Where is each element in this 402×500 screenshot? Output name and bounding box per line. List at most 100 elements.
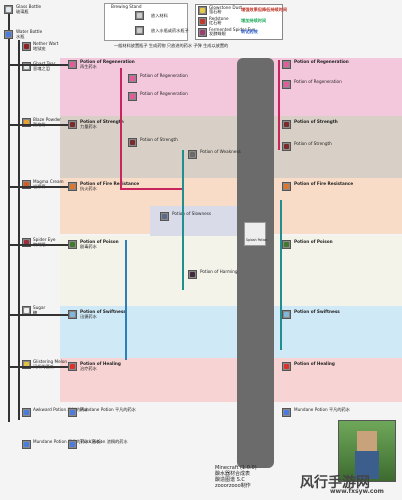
redstone-legend-slot xyxy=(198,17,207,26)
ghast-tear-zh: 恶魂之泪 xyxy=(33,66,50,71)
regen-band xyxy=(60,58,402,116)
heal-splash-en: Potion of Healing xyxy=(294,361,335,366)
fire-splash-slot[interactable] xyxy=(282,182,291,191)
heal-splash-slot[interactable] xyxy=(282,362,291,371)
water-trunk-line xyxy=(18,40,20,420)
strength-potion-slot[interactable] xyxy=(68,120,77,129)
legend-fse-en: Fermented Spider Eye xyxy=(209,27,256,32)
character-image xyxy=(338,420,396,482)
spider-eye-en: Spider Eye xyxy=(33,237,56,242)
legend-glowstone-en: Glowstone Dust xyxy=(209,5,243,10)
brewing-stand-panel: Brewing Stand 放入材料 放入水瓶或药水瓶子 xyxy=(104,3,189,41)
glistering-melon-slot[interactable] xyxy=(22,360,31,369)
teal-flow-line xyxy=(182,150,184,290)
fire-potion-slot[interactable] xyxy=(68,182,77,191)
spider-eye-legend-slot xyxy=(198,28,207,37)
magma-cream-slot[interactable] xyxy=(22,180,31,189)
poison-splash-slot[interactable] xyxy=(282,240,291,249)
brewing-slot-top[interactable] xyxy=(135,11,144,20)
glass-bottle-zh: 玻璃瓶 xyxy=(16,9,29,14)
fire-potion-en: Potion of Fire Resistance xyxy=(80,181,140,186)
mundane-slot[interactable] xyxy=(68,408,77,417)
heal-potion-slot[interactable] xyxy=(68,362,77,371)
legend-redstone-en: Redstone xyxy=(209,16,229,21)
mundane-ext-slot[interactable] xyxy=(22,440,31,449)
legend-glowstone-note: 增强效果但降低持续时间 xyxy=(241,7,288,12)
water-bottle-zh: 水瓶 xyxy=(16,34,25,39)
sugar-zh: 糖 xyxy=(33,310,38,315)
strength-band xyxy=(60,116,402,178)
fire-connector xyxy=(8,186,68,188)
blaze-powder-en: Blaze Powder xyxy=(33,117,62,122)
red-cross-line xyxy=(120,188,182,190)
weakness-slot[interactable] xyxy=(188,150,197,159)
regen-ext-slot[interactable] xyxy=(128,74,137,83)
legend-redstone-note: 增加持续时间 xyxy=(241,18,267,23)
regen-splash-en: Potion of Regeneration xyxy=(294,59,349,64)
legend-fse-zh: 发酵蛛眼 xyxy=(209,31,226,36)
water-bottle-slot[interactable] xyxy=(4,30,13,39)
strength-connector xyxy=(8,124,68,126)
mundane-splash-label: Mundane Potion 平凡的药水 xyxy=(294,407,350,412)
watermark-url: www.fxsyw.com xyxy=(330,488,384,495)
awkward-slot[interactable] xyxy=(22,408,31,417)
thick-label: Thick Potion 浓稠的药水 xyxy=(80,439,128,444)
watermark-text: 风行手游网 xyxy=(300,475,370,491)
sugar-en: Sugar xyxy=(33,305,46,310)
credits-line-2: 酿造图谱 S.C xyxy=(215,477,245,483)
magma-cream-en: Magma Cream xyxy=(33,179,64,184)
regen-potion-en: Potion of Regeneration xyxy=(80,59,135,64)
splash-center-box xyxy=(244,222,266,246)
water-bottle-en: Water Bottle xyxy=(16,29,43,34)
swift-potion-slot[interactable] xyxy=(68,310,77,319)
thick-slot[interactable] xyxy=(68,440,77,449)
strength-splash-ext-slot[interactable] xyxy=(282,142,291,151)
left-trunk-line xyxy=(8,12,10,422)
regen-connector xyxy=(8,64,68,66)
blaze-powder-slot[interactable] xyxy=(22,118,31,127)
regen-ii-slot[interactable] xyxy=(128,92,137,101)
regen-splash-slot[interactable] xyxy=(282,60,291,69)
regen-potion-slot[interactable] xyxy=(68,60,77,69)
regen-splash-ext-en: Potion of Regeneration xyxy=(294,79,342,84)
regen-splash-ext-slot[interactable] xyxy=(282,80,291,89)
harming-slot[interactable] xyxy=(188,270,197,279)
glass-bottle-en: Glass Bottle xyxy=(16,4,42,9)
slowness-en: Potion of Slowness xyxy=(172,211,212,216)
strength-splash-slot[interactable] xyxy=(282,120,291,129)
brewing-slot-bottom[interactable] xyxy=(135,26,144,35)
heal-potion-en: Potion of Healing xyxy=(80,361,121,366)
legend-panel xyxy=(195,4,283,40)
ghast-tear-en: Ghast Tear xyxy=(33,61,55,67)
nether-wart-zh: 地狱疣 xyxy=(33,46,46,51)
credits-line-3: zooorzooo制作 xyxy=(215,483,251,489)
version-text: Minecraft (1.0.0) xyxy=(215,465,257,471)
fire-potion-zh: 抗火药水 xyxy=(80,186,97,191)
mundane-splash-slot[interactable] xyxy=(282,408,291,417)
regen-ext-en: Potion of Regeneration xyxy=(140,73,188,78)
strength-potion-zh: 力量药水 xyxy=(80,124,97,129)
swift-potion-zh: 迅捷药水 xyxy=(80,314,97,319)
spider-eye-slot[interactable] xyxy=(22,238,31,247)
right-red-line xyxy=(278,60,280,150)
slowness-band xyxy=(150,206,240,236)
strength-ext-en: Potion of Strength xyxy=(140,137,178,142)
heal-band xyxy=(60,358,402,402)
strength-ext-slot[interactable] xyxy=(128,138,137,147)
swift-potion-en: Potion of Swiftness xyxy=(80,309,126,314)
ghast-tear-slot[interactable] xyxy=(22,62,31,71)
glass-bottle-slot[interactable] xyxy=(4,5,13,14)
glistering-melon-en: Glistering Melon xyxy=(33,359,68,364)
nether-wart-slot[interactable] xyxy=(22,42,31,51)
poison-potion-en: Potion of Poison xyxy=(80,239,119,244)
slowness-slot[interactable] xyxy=(160,212,169,221)
splash-potion-column xyxy=(237,58,274,468)
harming-en: Potion of Harming xyxy=(200,269,238,274)
brewing-stand-title: Brewing Stand xyxy=(111,4,142,9)
swift-connector xyxy=(8,314,68,316)
swift-band xyxy=(60,306,402,358)
input-bottle-label: 放入水瓶或药水瓶子 xyxy=(151,28,189,33)
swift-splash-slot[interactable] xyxy=(282,310,291,319)
header-note: 一般材料放置瓶子 生成药物 只放进的药水 子弹 生成以放置的 xyxy=(114,43,229,48)
poison-potion-slot[interactable] xyxy=(68,240,77,249)
